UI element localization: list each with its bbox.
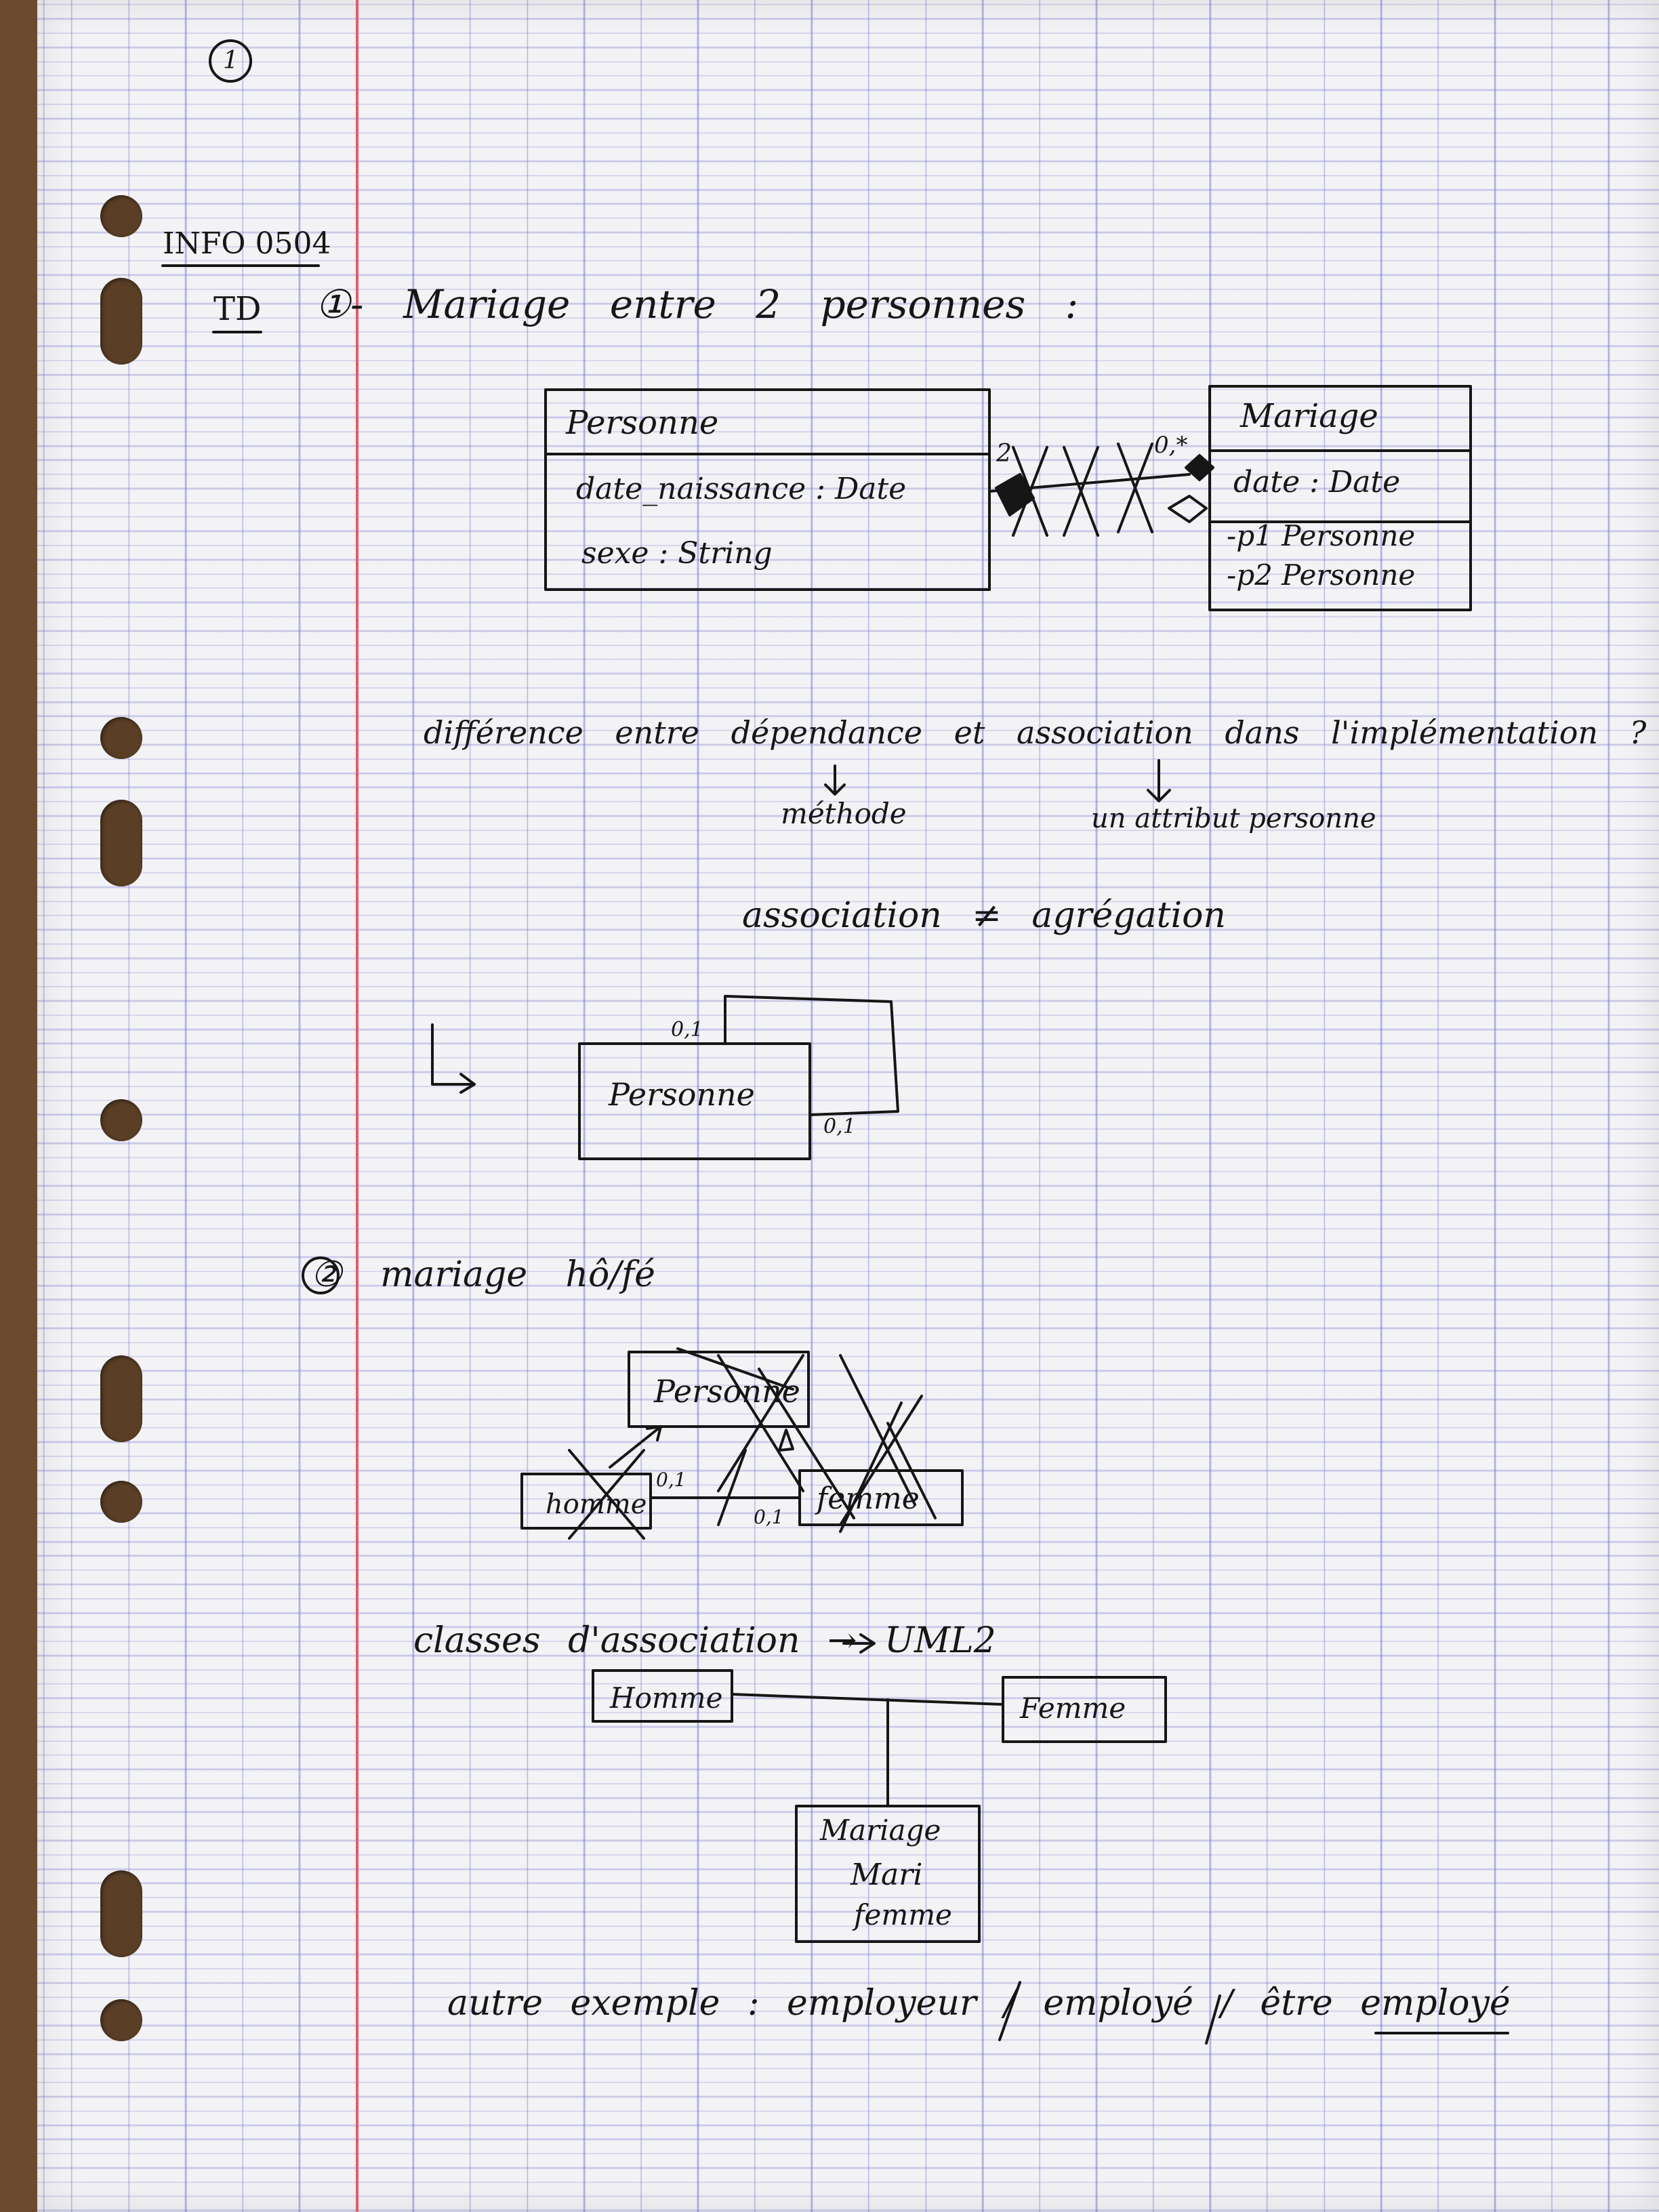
self-association-line [724,995,899,1116]
association-to-attribut: un attribut personne [1091,803,1376,834]
association-vs-aggregation: association ≠ agrégation [742,895,1226,936]
binder-hole [100,195,142,237]
binder-hole [100,717,142,759]
td-label: TD [213,290,262,328]
mariage-association-class-name: Mariage [820,1814,941,1847]
mariage-attr-p2: -p2 Personne [1227,558,1416,592]
arrow-right-uml2 [842,1633,876,1654]
crossed-homme-box [520,1473,652,1530]
homme-class-name: Homme [610,1681,723,1715]
difference-question: différence entre dépendance et associati… [424,714,1647,751]
binder-hole [100,1870,142,1957]
exercise-2-circle [302,1256,340,1294]
multiplicity-left: 2 [996,440,1012,468]
cross-out-strokes [568,1347,937,1540]
personne-class-name-2: Personne [609,1076,755,1113]
arrow-right-icon [431,1023,476,1094]
multiplicity-right: 0,* [1154,432,1188,459]
crossed-personne-label: Personne [654,1373,800,1410]
exercise-1-title: ①- Mariage entre 2 personnes : [315,281,1079,327]
mariage-attr-p1: -p1 Personne [1227,519,1416,552]
personne-attr-sexe: sexe : String [581,536,773,571]
homme-class-box [592,1669,733,1723]
hollow-diamond [1168,495,1208,523]
page-number: 1 [223,47,239,75]
slash-2 [1205,1994,1221,2045]
mariage-class-box [1208,385,1472,611]
multiplicity-bottom: 0,1 [823,1115,856,1139]
personne-class-box-2 [578,1042,811,1160]
personne-class-box [544,388,991,591]
exercise-2-title: ② mariage hô/fé [310,1254,655,1295]
binder-hole [100,1355,142,1442]
personne-class-name: Personne [566,404,719,442]
notebook-page [37,0,1659,2212]
crossed-homme-label: homme [546,1489,647,1520]
dependance-to-methode: méthode [781,797,907,830]
crossed-personne-box [628,1351,810,1428]
crossed-out-marks [1012,443,1153,537]
binder-hole [100,800,142,886]
binder-hole [100,1099,142,1141]
footer-example: autre exemple : employeur / employé / êt… [447,1983,1511,2024]
page-number-circle [209,39,252,83]
arrow-down-dependance [824,764,846,796]
multiplicity-top: 0,1 [671,1018,703,1042]
course-code: INFO 0504 [163,226,331,261]
association-class-title: classes d'association → UML2 [413,1620,996,1661]
mariage-attr-femme: femme [854,1898,952,1931]
binder-hole [100,1481,142,1523]
mariage-association-class-box [795,1805,981,1943]
filled-diamond-left [995,473,1035,516]
mariage-class-name: Mariage [1240,397,1378,435]
slash-1 [998,1981,1021,2041]
binder-hole [100,278,142,365]
crossed-multiplicity-2: 0,1 [754,1506,784,1528]
margin-line [356,0,359,2212]
inheritance-arrow-femme [778,1429,794,1452]
inheritance-arrow-homme [609,1425,662,1469]
personne-attr-date: date_naissance : Date [576,472,907,506]
femme-class-box [1002,1676,1167,1743]
mariage-attr-mari: Mari [851,1858,923,1892]
femme-class-name: Femme [1020,1692,1126,1725]
crossed-multiplicity-1: 0,1 [656,1469,687,1491]
homme-femme-association [731,1693,1004,1706]
binder-hole [100,1999,142,2041]
filled-diamond-right [1185,454,1214,481]
mariage-attr-date: date : Date [1233,465,1401,499]
arrow-down-association [1147,759,1171,802]
crossed-femme-label: femme [817,1481,920,1516]
